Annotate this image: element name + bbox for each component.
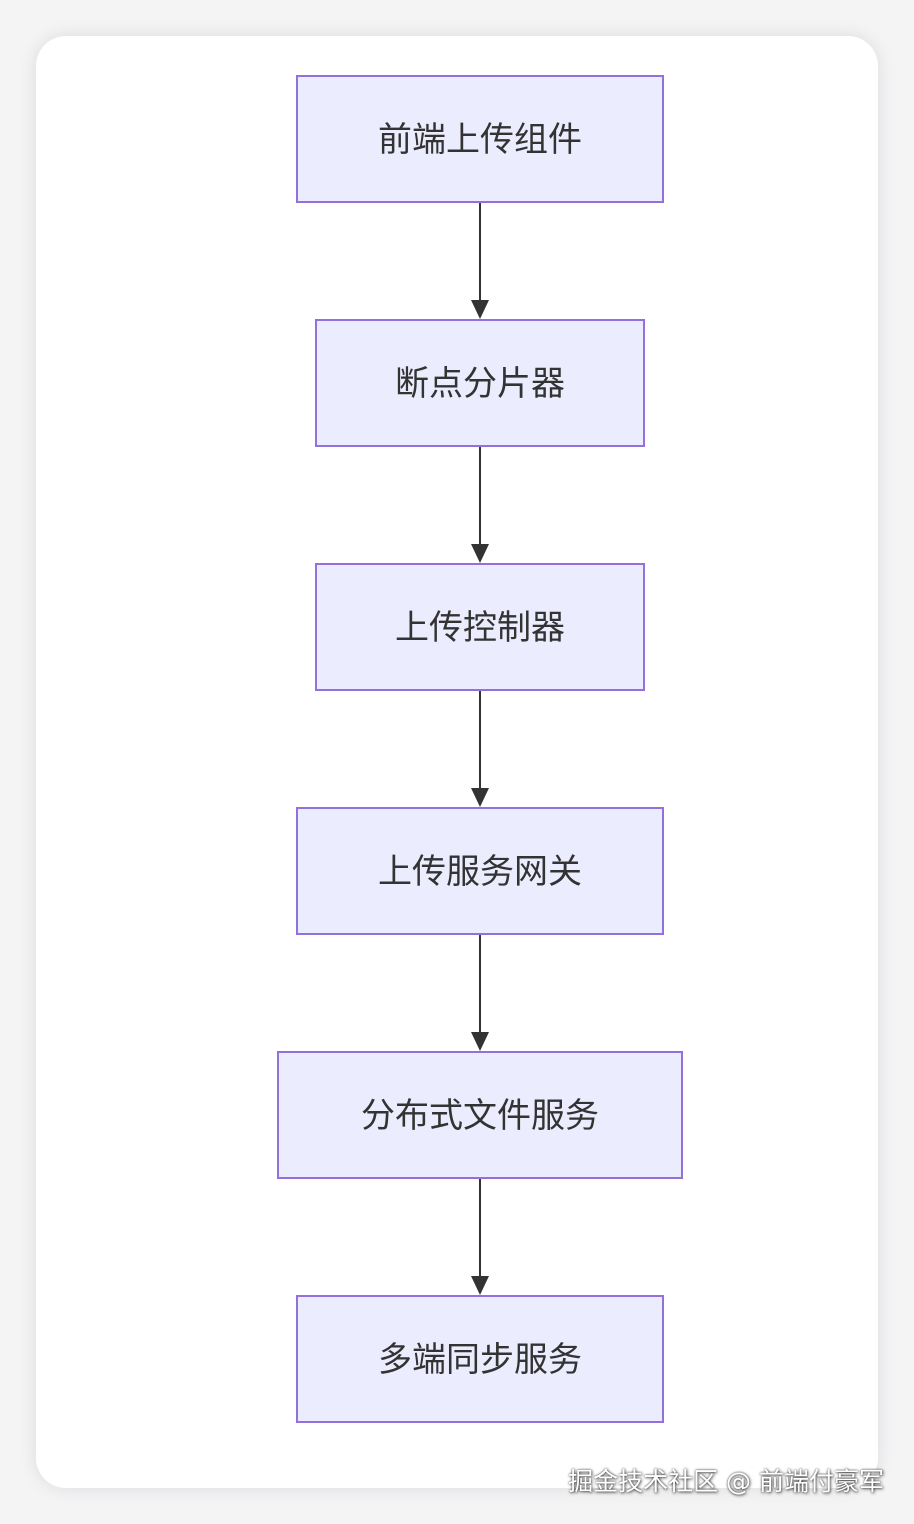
flow-node-box	[296, 807, 664, 935]
flow-node-box	[315, 319, 645, 447]
flow-arrow-head	[471, 300, 489, 319]
flow-arrow-head	[471, 788, 489, 807]
flow-node-box	[296, 1295, 664, 1423]
flow-node: 分布式文件服务	[277, 1051, 683, 1179]
flow-node-label: 前端上传组件	[378, 120, 582, 160]
flow-arrow-head	[471, 1032, 489, 1051]
flow-node: 前端上传组件	[296, 75, 664, 203]
flow-node-label: 上传服务网关	[378, 852, 582, 892]
flow-node-label: 分布式文件服务	[361, 1096, 599, 1136]
flow-node: 断点分片器	[315, 319, 645, 447]
flow-node-box	[315, 563, 645, 691]
flow-node-label: 断点分片器	[395, 364, 565, 404]
edges-group	[471, 202, 489, 1295]
flow-node-box	[296, 75, 664, 203]
diagram-card	[36, 36, 878, 1488]
watermark-text: 掘金技术社区 @ 前端付豪军	[568, 1467, 884, 1496]
flow-node: 上传服务网关	[296, 807, 664, 935]
flow-arrow-head	[471, 1276, 489, 1295]
flow-node-box	[277, 1051, 683, 1179]
flow-node: 多端同步服务	[296, 1295, 664, 1423]
flow-node-label: 多端同步服务	[378, 1340, 582, 1380]
flow-node-label: 上传控制器	[395, 608, 565, 648]
flow-node: 上传控制器	[315, 563, 645, 691]
flow-arrow-head	[471, 544, 489, 563]
